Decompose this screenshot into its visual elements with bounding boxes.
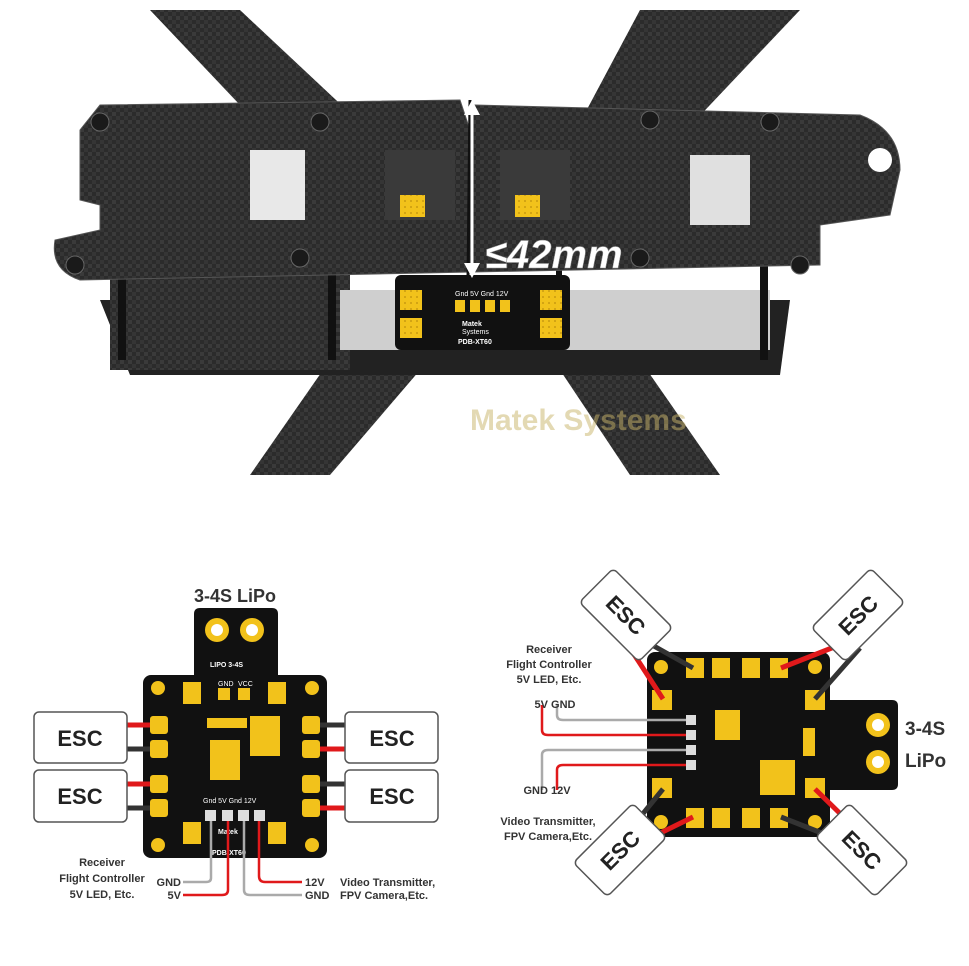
height-label: ≤42mm <box>485 233 623 277</box>
watermark: Matek Systems <box>470 404 687 437</box>
pad-label-vcc: VCC <box>238 681 253 688</box>
svg-text:ESC: ESC <box>369 784 414 809</box>
photo-board-brand: Matek <box>462 321 482 328</box>
esc-box: ESC <box>33 769 128 823</box>
wire-label-gnd: GND <box>157 877 182 889</box>
esc-box: ESC <box>816 804 908 896</box>
svg-text:ESC: ESC <box>57 784 102 809</box>
battery-tab <box>825 700 898 790</box>
wire-label-12v: 12V <box>305 877 325 889</box>
plate-cutout <box>690 155 750 225</box>
group-label: FPV Camera,Etc. <box>340 890 428 902</box>
esc-box: ESC <box>580 569 672 661</box>
plate-cutout <box>250 150 305 220</box>
right-wiring-diagram: 3-4S LiPo ESC ESC ESC ESC <box>500 569 946 896</box>
esc-box: ESC <box>33 711 128 764</box>
mount-hole <box>868 148 892 172</box>
esc-box: ESC <box>812 569 904 661</box>
photo-board-pads: Gnd 5V Gnd 12V <box>455 291 509 298</box>
esc-box: ESC <box>574 804 666 896</box>
photo-board-model: PDB-XT60 <box>458 339 492 346</box>
group-label: Video Transmitter, <box>340 877 435 889</box>
arm-bottom-left <box>250 360 420 475</box>
frame-photo: Gnd 5V Gnd 12V Matek Systems PDB-XT60 ≤4… <box>53 10 901 475</box>
group-label: FPV Camera,Etc. <box>504 831 592 843</box>
wire-labels-top: 5V GND <box>535 699 576 711</box>
wire-label-5v: 5V <box>168 890 182 902</box>
arm-bottom-right <box>560 360 720 475</box>
battery-marking: LIPO 3-4S <box>210 662 243 669</box>
right-title-line1: 3-4S <box>905 719 945 740</box>
svg-text:ESC: ESC <box>369 726 414 751</box>
pdb-board: Gnd 5V Gnd 12V Matek Systems PDB-XT60 <box>395 275 570 350</box>
side-plate <box>110 270 350 370</box>
esc-box: ESC <box>344 769 439 823</box>
group-label: Video Transmitter, <box>500 816 595 828</box>
group-label: 5V LED, Etc. <box>70 889 135 901</box>
bottom-pads-label: Gnd 5V Gnd 12V <box>203 798 257 805</box>
left-wiring-diagram: 3-4S LiPo LIPO 3-4S GND VCC Gnd 5V Gnd 1… <box>33 586 439 902</box>
screws <box>65 110 810 275</box>
group-label: 5V LED, Etc. <box>517 674 582 686</box>
esc-box: ESC <box>344 711 439 764</box>
height-dimension: ≤42mm <box>464 100 623 278</box>
group-label: Flight Controller <box>506 659 592 671</box>
pad-label-gnd: GND <box>218 681 234 688</box>
group-label: Flight Controller <box>59 873 145 885</box>
pdb-board <box>647 652 830 837</box>
group-label: Receiver <box>526 644 573 656</box>
photo-board-brand-sub: Systems <box>462 329 489 336</box>
group-label: Receiver <box>79 857 126 869</box>
top-plate <box>53 99 901 281</box>
wire-label-gnd: GND <box>305 890 330 902</box>
right-title-line2: LiPo <box>905 751 946 772</box>
wire-labels-bottom: GND 12V <box>523 785 571 797</box>
left-title: 3-4S LiPo <box>194 586 276 606</box>
svg-text:ESC: ESC <box>57 726 102 751</box>
